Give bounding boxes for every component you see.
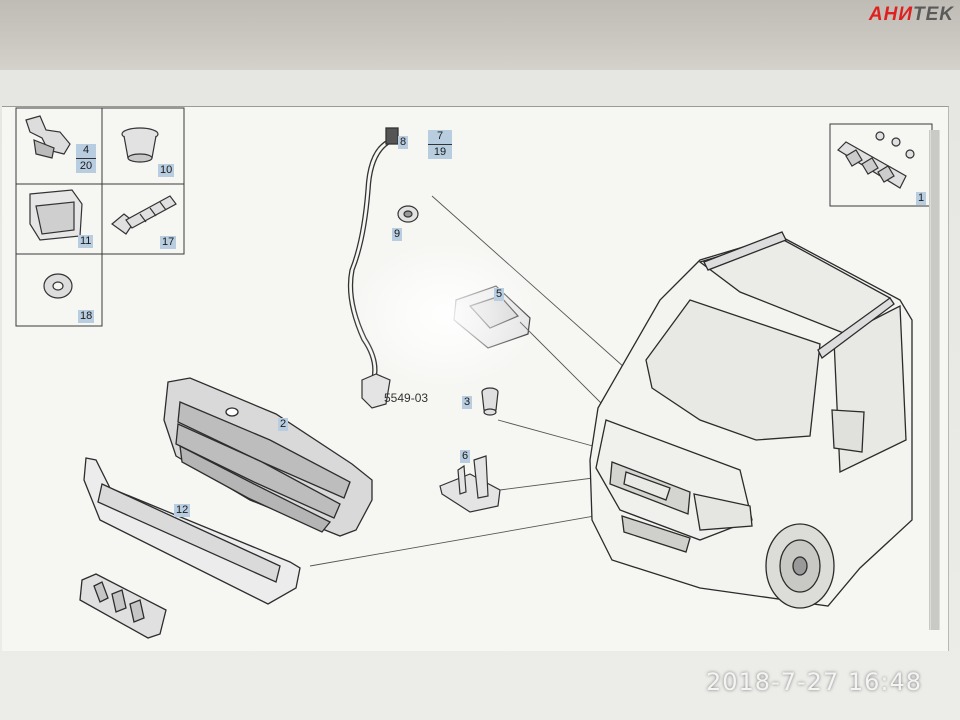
callout-10: 10 [158, 164, 175, 177]
callout-5: 5 [494, 288, 505, 301]
callout-3: 3 [462, 396, 473, 409]
brand-logo: AHИTEK [868, 4, 954, 25]
screen-glare [350, 240, 540, 390]
callout-1: 1 [916, 192, 927, 205]
callout-fraction-7-19: 7 19 [428, 130, 452, 159]
clip-part-icon [397, 205, 419, 223]
callout-9: 9 [392, 228, 403, 241]
hose-bracket-part [361, 373, 391, 409]
monitor-top-bezel: AHИTEK [0, 0, 960, 70]
van-illustration [589, 231, 913, 609]
bump-stop-part [481, 387, 499, 416]
photo-timestamp: 2018-7-27 16:48 [706, 668, 922, 696]
callout-2: 2 [278, 418, 289, 431]
lower-trim-part [83, 457, 301, 605]
bolt-part-icon [111, 195, 177, 235]
hood-latch-part [439, 455, 501, 513]
front-grille-part [163, 377, 373, 537]
callout-fraction-4-20: 4 20 [76, 144, 96, 173]
washer-part-icon [43, 273, 73, 299]
scrollbar-thumb[interactable] [931, 130, 939, 630]
parts-grid [15, 107, 185, 327]
callout-12: 12 [174, 504, 191, 517]
vertical-scrollbar[interactable] [929, 130, 940, 630]
callout-17: 17 [160, 236, 177, 249]
callout-6: 6 [460, 450, 471, 463]
bracket-part-icon [25, 115, 71, 159]
iveco-badge-part [79, 573, 167, 639]
callout-18: 18 [78, 310, 95, 323]
tray-part-icon [29, 189, 83, 241]
bushing-part-icon [121, 127, 159, 163]
callout-11: 11 [78, 235, 94, 248]
callout-8: 8 [398, 136, 409, 149]
badge-inset [829, 123, 933, 207]
drawing-number: 5549-03 [384, 391, 429, 405]
